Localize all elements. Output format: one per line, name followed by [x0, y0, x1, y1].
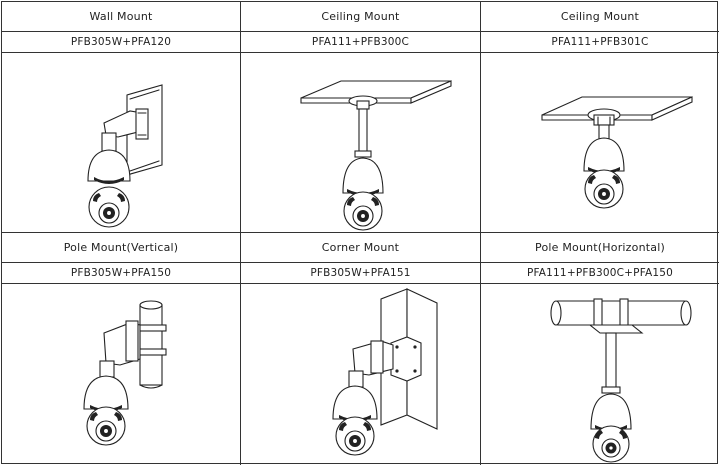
mount-model: PFA111+PFB300C+PFA150 — [481, 263, 719, 284]
mount-model: PFA111+PFB300C — [241, 32, 481, 53]
pole-mount-vertical-illustration — [2, 284, 241, 465]
pole-mount-horizontal-illustration — [481, 284, 719, 465]
mount-title: Pole Mount(Horizontal) — [481, 233, 719, 263]
ceiling-mount-illustration — [241, 53, 481, 233]
mount-title: Ceiling Mount — [481, 2, 719, 32]
mount-title: Wall Mount — [2, 2, 241, 32]
mount-model: PFB305W+PFA150 — [2, 263, 241, 284]
wall-mount-illustration — [2, 53, 241, 233]
mount-title: Ceiling Mount — [241, 2, 481, 32]
ceiling-mount-flush-illustration — [481, 53, 719, 233]
mount-model: PFB305W+PFA151 — [241, 263, 481, 284]
mount-title: Corner Mount — [241, 233, 481, 263]
corner-mount-illustration — [241, 284, 481, 465]
mount-model: PFA111+PFB301C — [481, 32, 719, 53]
mount-model: PFB305W+PFA120 — [2, 32, 241, 53]
mount-title: Pole Mount(Vertical) — [2, 233, 241, 263]
